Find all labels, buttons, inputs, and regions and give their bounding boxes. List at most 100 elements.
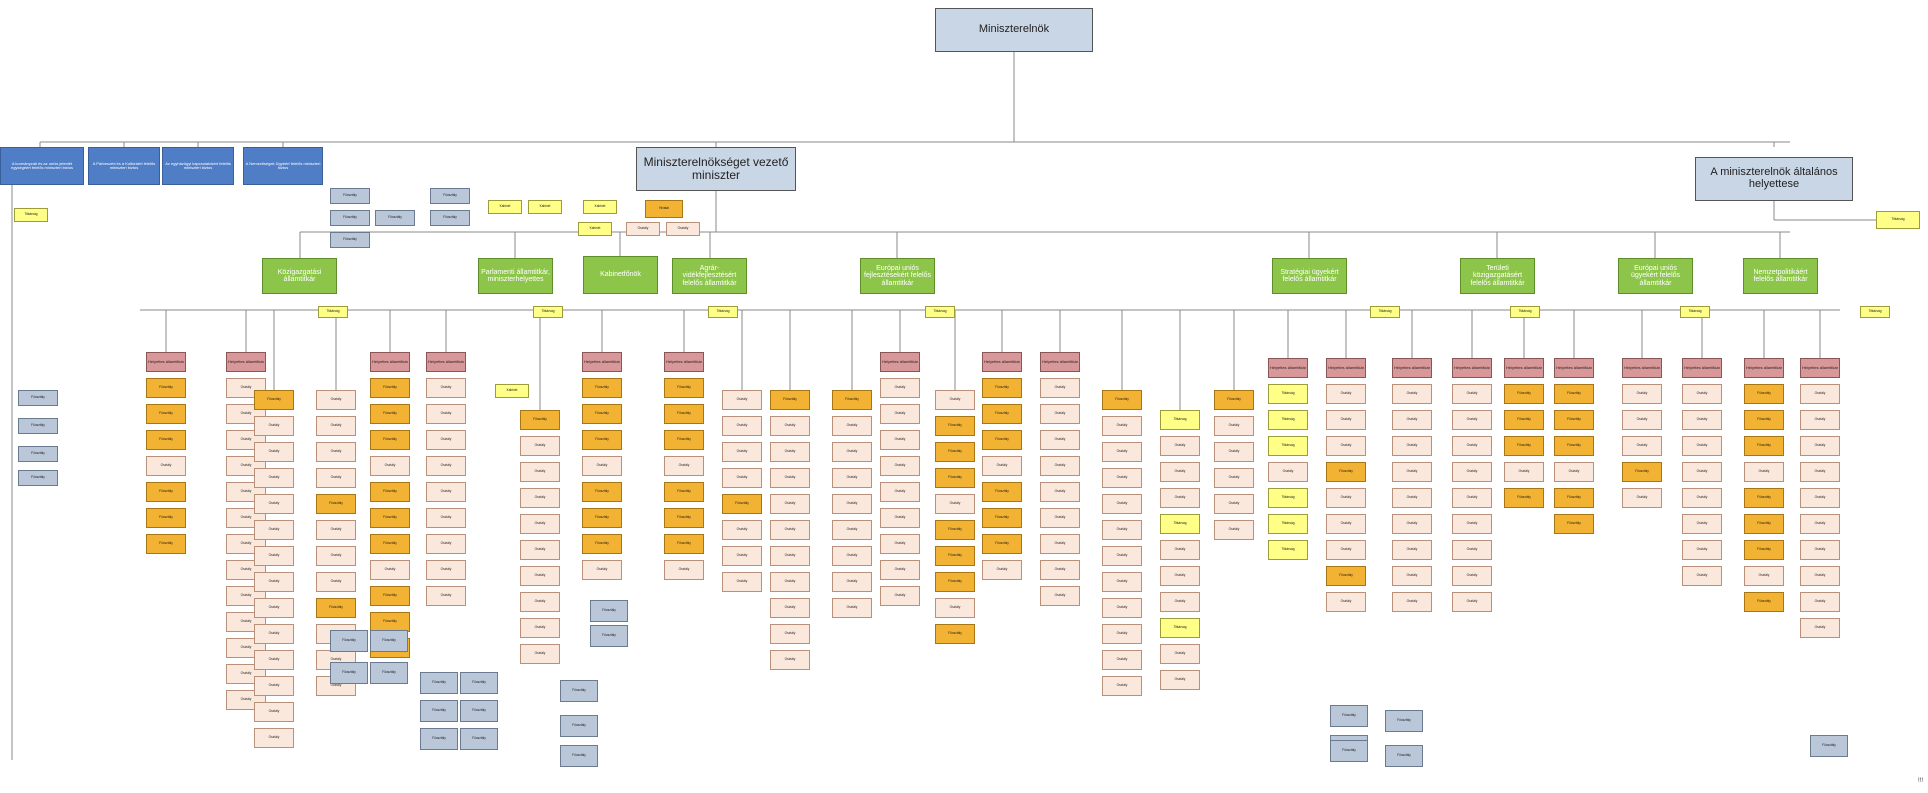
unit-box: Osztály <box>880 534 920 554</box>
gray-unit-box: Főosztály <box>460 700 498 722</box>
pm-label: Miniszterelnök <box>978 23 1050 36</box>
unit-box: Osztály <box>426 482 466 502</box>
secretariat-box: Titkárság <box>1510 306 1540 318</box>
gray-unit-box: Főosztály <box>330 232 370 248</box>
unit-box: Osztály <box>770 416 810 436</box>
gray-unit-box: Főosztály <box>460 672 498 694</box>
unit-box: Osztály <box>1392 436 1432 456</box>
unit-box: Osztály <box>1392 540 1432 560</box>
unit-box: Osztály <box>1682 436 1722 456</box>
unit-box: Főosztály <box>316 598 356 618</box>
unit-box: Osztály <box>722 416 762 436</box>
unit-box: Főosztály <box>982 534 1022 554</box>
unit-box: Osztály <box>254 702 294 722</box>
secretariat-box: Titkárság <box>533 306 563 318</box>
unit-box: Osztály <box>1040 404 1080 424</box>
unit-box: Főosztály <box>1554 488 1594 508</box>
unit-box: Osztály <box>426 508 466 528</box>
secretariat-box: Titkárság <box>1860 306 1890 318</box>
unit-box: Főosztály <box>664 430 704 450</box>
gray-unit-box: Főosztály <box>330 188 370 204</box>
unit-box: Osztály <box>254 546 294 566</box>
unit-box: Osztály <box>1102 442 1142 462</box>
unit-box: Osztály <box>880 378 920 398</box>
unit-box: Osztály <box>146 456 186 476</box>
unit-box: Osztály <box>832 598 872 618</box>
unit-box: Főosztály <box>582 378 622 398</box>
unit-box: Helyettes államtitkár <box>664 352 704 372</box>
unit-box: Osztály <box>880 586 920 606</box>
unit-box: Osztály <box>520 514 560 534</box>
unit-box: Osztály <box>1160 462 1200 482</box>
cabinet-box: Kabinet <box>583 200 617 214</box>
state-secretary-7: Területi közigazgatásért felelős államti… <box>1460 258 1535 294</box>
gray-unit-box: Főosztály <box>590 625 628 647</box>
gray-unit-box: Főosztály <box>1810 735 1848 757</box>
office-head-label: Miniszterelnökséget vezető miniszter <box>643 155 789 182</box>
unit-box: Osztály <box>1800 592 1840 612</box>
state-secretary-8: Európai uniós ügyekért felelős államtitk… <box>1618 258 1693 294</box>
secretariat-box: Titkárság <box>1370 306 1400 318</box>
unit-box: Főosztály <box>1554 384 1594 404</box>
unit-box: Osztály <box>722 572 762 592</box>
unit-box: Osztály <box>1800 436 1840 456</box>
unit-box: Osztály <box>1102 676 1142 696</box>
state-secretary-4: Agrár-vidékfejlesztésért felelős államti… <box>672 258 747 294</box>
state-secretary-2: Parlamenti államtitkár, miniszterhelyett… <box>478 258 553 294</box>
unit-box: Osztály <box>520 618 560 638</box>
unit-box: Osztály <box>1392 462 1432 482</box>
cabinet-box: Kabinet <box>495 384 529 398</box>
unit-box: Osztály <box>254 624 294 644</box>
unit-box: Osztály <box>664 456 704 476</box>
unit-box: Osztály <box>1160 488 1200 508</box>
unit-box: Főosztály <box>664 534 704 554</box>
unit-box: Főosztály <box>664 508 704 528</box>
unit-box: Osztály <box>880 430 920 450</box>
unit-box: Helyettes államtitkár <box>1326 358 1366 378</box>
unit-box: Osztály <box>664 560 704 580</box>
unit-box: Osztály <box>1040 508 1080 528</box>
unit-box: Osztály <box>1622 410 1662 430</box>
unit-box: Osztály <box>1622 384 1662 404</box>
unit-box: Osztály <box>1800 540 1840 560</box>
gray-unit-box: Főosztály <box>560 745 598 767</box>
unit-box: Helyettes államtitkár <box>1504 358 1544 378</box>
unit-box: Osztály <box>770 650 810 670</box>
unit-box: Főosztály <box>935 572 975 592</box>
unit-box: Főosztály <box>1326 462 1366 482</box>
unit-box: Titkárság <box>1268 488 1308 508</box>
unit-box: Osztály <box>880 482 920 502</box>
unit-box: Osztály <box>1452 410 1492 430</box>
unit-box: Osztály <box>1392 384 1432 404</box>
department-box: Osztály <box>666 222 700 236</box>
unit-box: Osztály <box>935 494 975 514</box>
secretariat-box: Titkárság <box>1876 211 1920 229</box>
unit-box: Főosztály <box>1622 462 1662 482</box>
unit-box: Osztály <box>426 586 466 606</box>
unit-box: Osztály <box>520 540 560 560</box>
secretariat-box: Titkárság <box>925 306 955 318</box>
unit-box: Főosztály <box>370 612 410 632</box>
unit-box: Osztály <box>1214 520 1254 540</box>
unit-box: Osztály <box>1102 520 1142 540</box>
unit-box: Osztály <box>254 468 294 488</box>
unit-box: Osztály <box>1326 540 1366 560</box>
unit-box: Osztály <box>1682 540 1722 560</box>
unit-box: Osztály <box>1452 514 1492 534</box>
unit-box: Titkárság <box>1268 410 1308 430</box>
unit-box: Osztály <box>426 560 466 580</box>
unit-box: Osztály <box>254 520 294 540</box>
state-secretary-6: Stratégiai ügyekért felelős államtitkár <box>1272 258 1347 294</box>
unit-box: Osztály <box>1326 592 1366 612</box>
unit-box: Helyettes államtitkár <box>146 352 186 372</box>
unit-box: Osztály <box>520 644 560 664</box>
unit-box: Osztály <box>770 468 810 488</box>
unit-box: Helyettes államtitkár <box>880 352 920 372</box>
unit-box: Osztály <box>1452 436 1492 456</box>
unit-box: Főosztály <box>935 442 975 462</box>
state-secretary-3: Kabinetfőnök <box>583 256 658 294</box>
unit-box: Főosztály <box>146 534 186 554</box>
unit-box: Osztály <box>1102 416 1142 436</box>
unit-box: Osztály <box>316 546 356 566</box>
gray-unit-box: Főosztály <box>420 700 458 722</box>
